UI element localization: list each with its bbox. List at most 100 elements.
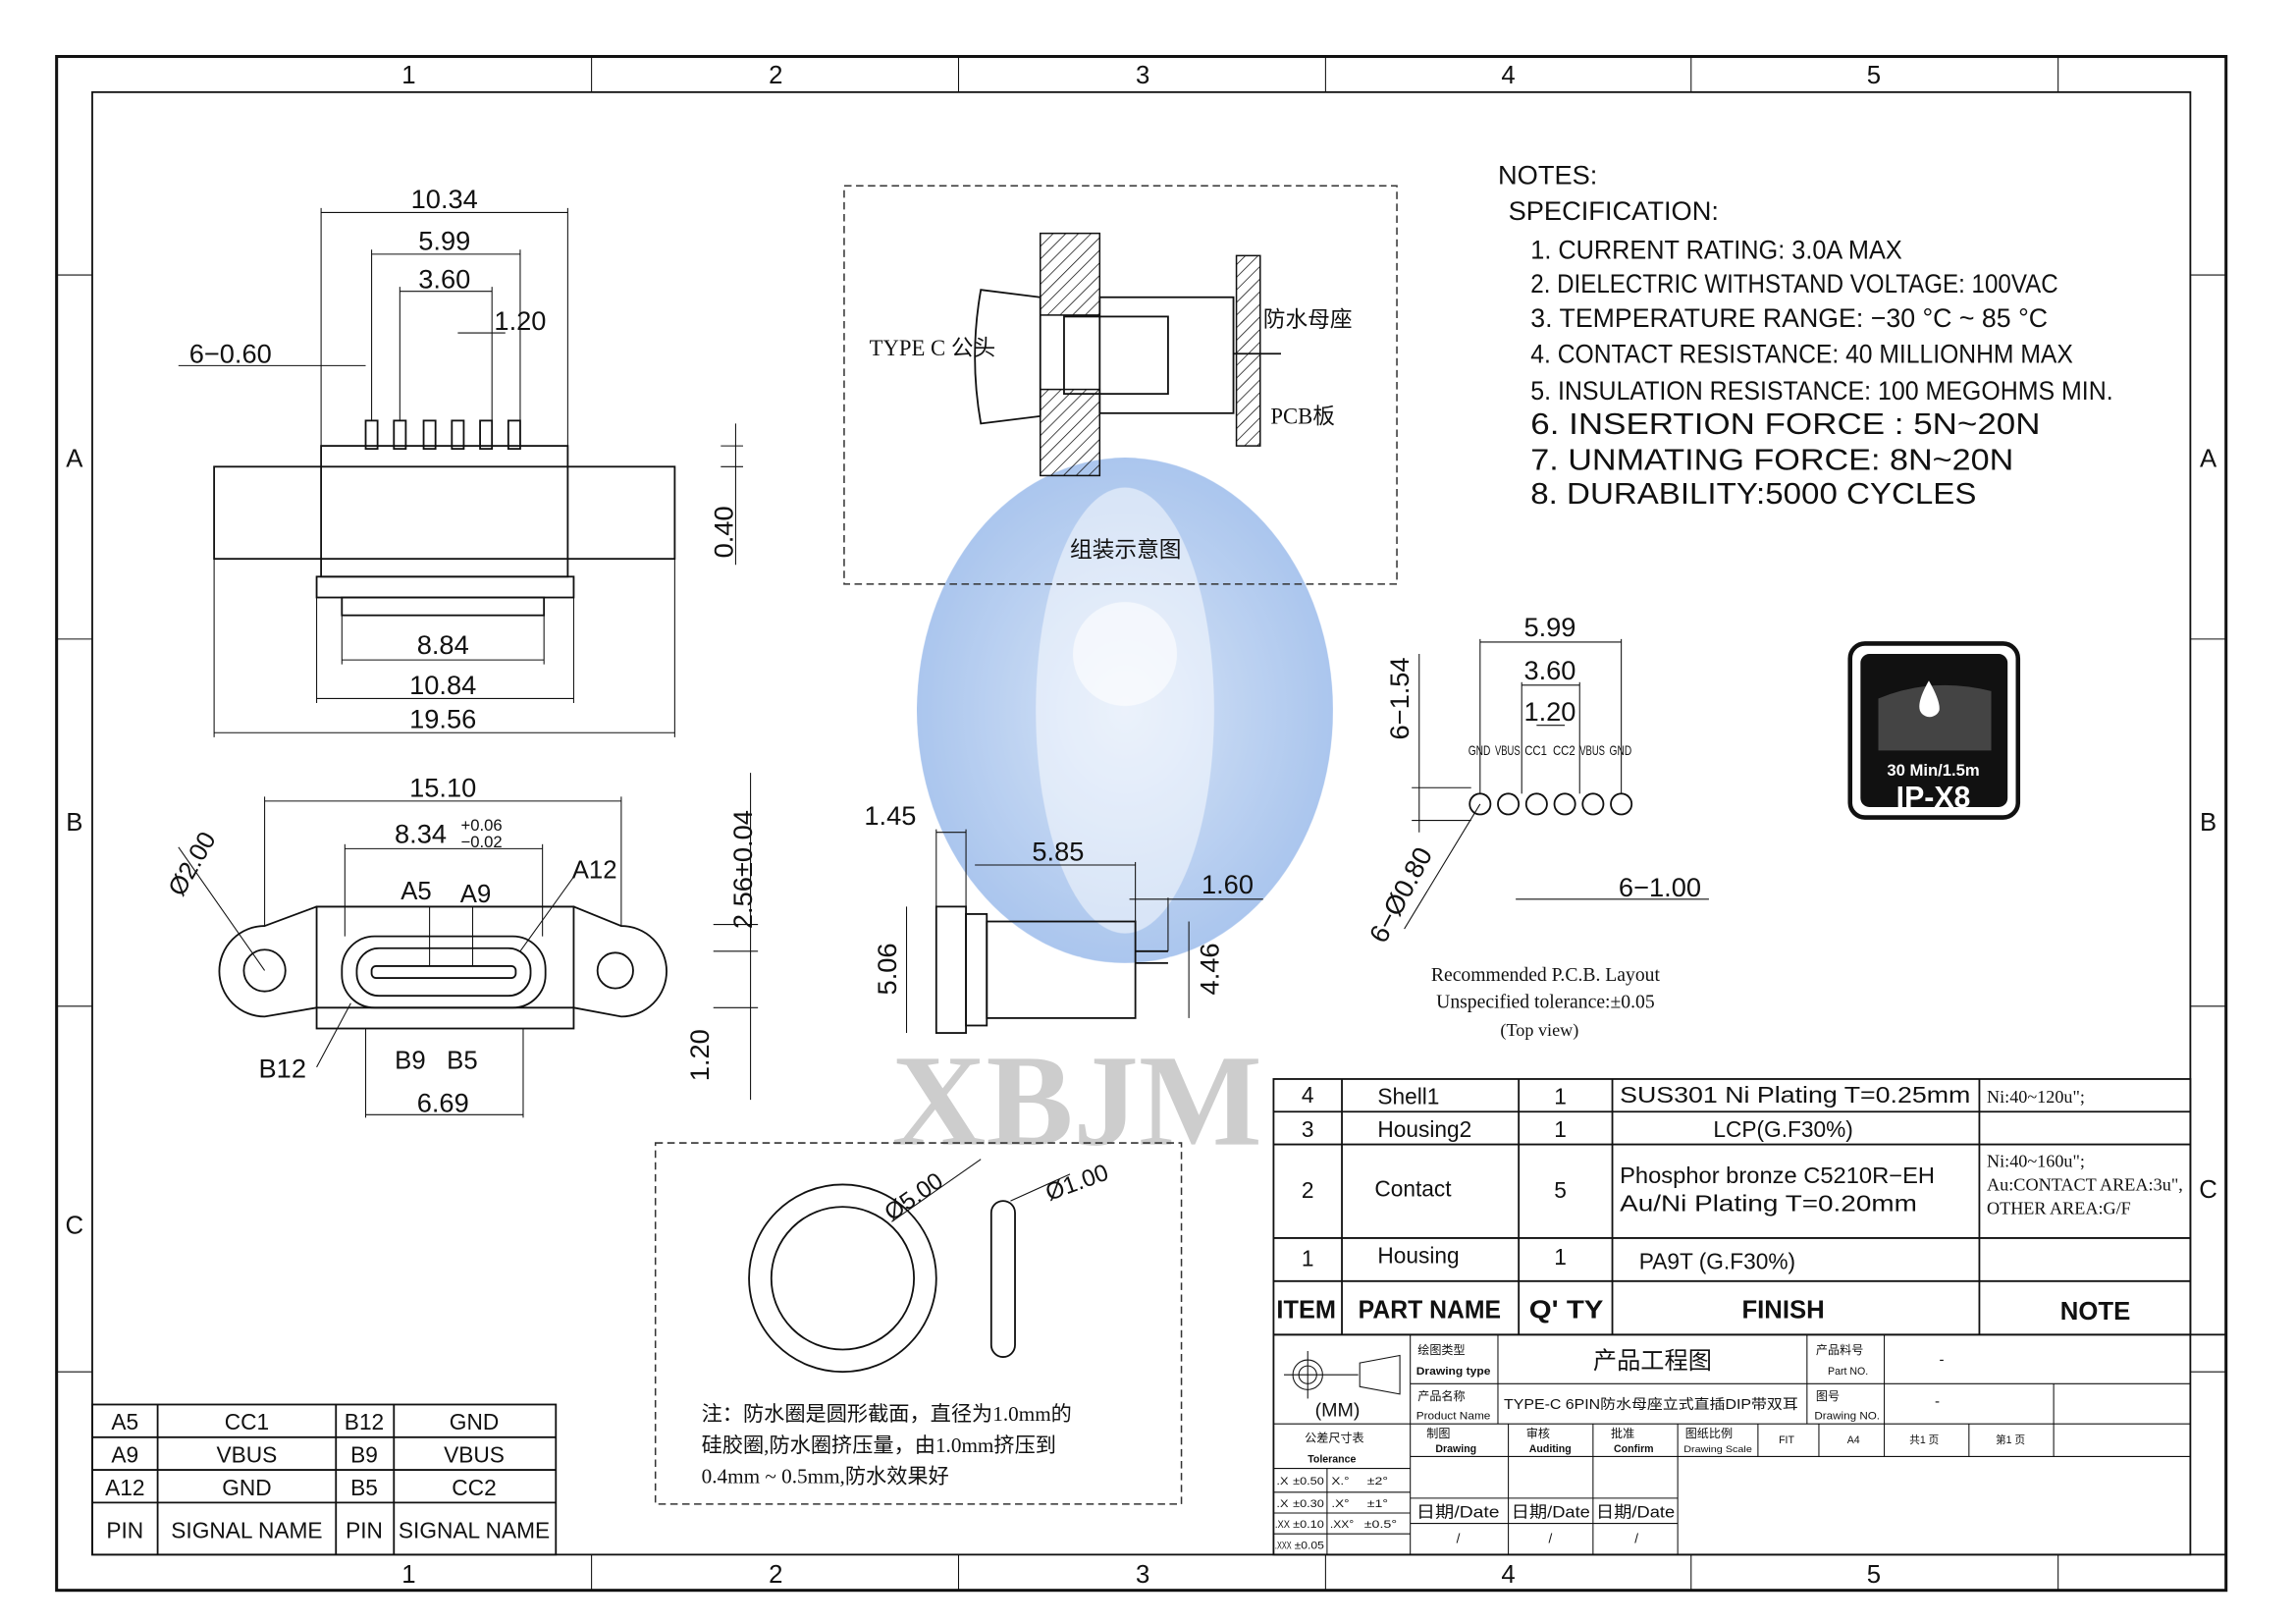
tolerance-cn: 公差尺寸表 [1305, 1431, 1363, 1444]
bom-table: 4 Shell1 1 SUS301 Ni Plating T=0.25mm Ni… [1272, 1078, 2192, 1336]
bom-note: OTHER AREA:G/F [1987, 1199, 2131, 1218]
part-no-cn: 产品料号 [1816, 1343, 1863, 1357]
row-label: C [2199, 1176, 2217, 1204]
dimension-label: 6−1.00 [1619, 872, 1701, 902]
pin-header: PIN [346, 1518, 383, 1543]
drawing-en: Drawing [1435, 1443, 1476, 1455]
auditing-cn: 审核 [1526, 1426, 1550, 1440]
note-item: 1. CURRENT RATING: 3.0A MAX [1530, 234, 1901, 264]
scale-value: FIT [1779, 1434, 1794, 1446]
bom-header-qty: Q' TY [1529, 1297, 1604, 1325]
signal-header: SIGNAL NAME [399, 1518, 550, 1543]
pcb-pin-label: VBUS [1579, 743, 1605, 758]
dimension-label: 1.20 [1523, 696, 1575, 727]
signal-header: SIGNAL NAME [171, 1518, 322, 1543]
part-no-value: - [1940, 1352, 1945, 1369]
row-label: A [2200, 445, 2217, 472]
zone-label: 4 [1501, 1561, 1515, 1589]
dimension-label: 6−Ø0.80 [1362, 842, 1438, 947]
bom-part-name: Contact [1374, 1176, 1452, 1202]
row-label: A [66, 445, 83, 472]
drawing-date-label: 日期/Date [1416, 1503, 1500, 1522]
zone-label: 5 [1867, 1561, 1881, 1589]
tolerance-cell: .X [1276, 1476, 1289, 1488]
notes-subtitle: SPECIFICATION: [1509, 195, 1719, 226]
dimension-label: 1.45 [864, 800, 916, 831]
drawing-frame: 1 2 3 4 5 1 2 3 4 5 A B C A B C [55, 55, 2228, 1593]
paper-size: A4 [1847, 1434, 1860, 1446]
scale-en: Drawing Scale [1683, 1444, 1752, 1454]
seal-ring-detail: Ø5.00 Ø1.00 注：防水圈是圆形截面，直径为1.0mm的 硅胶圈,防水圈… [654, 1142, 1183, 1505]
signal-cell: CC2 [452, 1475, 496, 1500]
watermark-text: XBJM [891, 1028, 1261, 1173]
tolerance-cell: .X° [1331, 1498, 1349, 1510]
bom-note: Ni:40~120u"; [1987, 1087, 2085, 1107]
product-name-value: TYPE-C 6PIN防水母座立式直插DIP带双耳 [1504, 1396, 1798, 1413]
dimension-tolerance: −0.02 [461, 833, 503, 851]
water-drop-icon [1919, 680, 1940, 718]
dimension-label: 2.56±0.04 [727, 810, 758, 929]
pin-label: B5 [447, 1047, 477, 1074]
tolerance-cell: ±0.10 [1293, 1519, 1324, 1531]
badge-caption: 30 Min/1.5m [1887, 761, 1979, 780]
dimension-label: 5.99 [418, 225, 470, 255]
bom-qty: 1 [1554, 1084, 1567, 1109]
bom-note: Au:CONTACT AREA:3u", [1987, 1175, 2183, 1195]
zone-label: 2 [769, 62, 782, 89]
notes-title: NOTES: [1498, 160, 1597, 190]
dimension-tolerance: +0.06 [461, 816, 503, 835]
zone-label: 5 [1867, 62, 1881, 89]
dimension-label: 8.84 [417, 629, 469, 660]
pin-cell: B5 [350, 1475, 378, 1500]
bom-header-item: ITEM [1276, 1297, 1336, 1325]
confirm-en: Confirm [1614, 1443, 1654, 1455]
bom-finish: LCP(G.F30%) [1713, 1116, 1852, 1142]
dimension-label: 6.69 [417, 1087, 469, 1117]
pcb-pin-label: GND [1468, 743, 1491, 758]
drawing-no-en: Drawing NO. [1814, 1411, 1880, 1423]
signal-cell: GND [222, 1475, 271, 1500]
note-item: 6. INSERTION FORCE : 5N~20N [1530, 408, 2040, 441]
signal-cell: VBUS [217, 1442, 278, 1468]
signal-cell: GND [450, 1409, 499, 1434]
note-item: 2. DIELECTRIC WITHSTAND VOLTAGE: 100VAC [1530, 268, 2057, 298]
bom-header-finish: FINISH [1741, 1297, 1824, 1325]
pcb-label: PCB板 [1270, 404, 1335, 428]
bom-part-name: Housing [1377, 1243, 1459, 1269]
zone-label: 1 [401, 62, 415, 89]
tolerance-cell: .XX [1275, 1519, 1290, 1531]
dimension-label: 10.34 [411, 184, 478, 214]
unit-label: (MM) [1315, 1400, 1361, 1422]
bom-note: Ni:40~160u"; [1987, 1151, 2085, 1170]
pcb-view-label: (Top view) [1500, 1020, 1578, 1041]
bom-qty: 1 [1554, 1244, 1567, 1270]
dimension-label: 19.56 [409, 704, 476, 734]
bom-item: 1 [1302, 1246, 1314, 1271]
title-block: (MM) 绘图类型 Drawing type 产品工程图 产品料号 Part N… [1272, 1333, 2227, 1556]
tolerance-cell: .XXX [1275, 1540, 1292, 1551]
drawing-no-cn: 图号 [1816, 1389, 1840, 1403]
zone-label: 3 [1136, 62, 1149, 89]
scale-cn: 图纸比例 [1685, 1427, 1733, 1440]
dimension-label: 1.20 [684, 1029, 715, 1081]
pin-cell: A9 [111, 1442, 138, 1468]
pcb-tolerance: Unspecified tolerance:±0.05 [1436, 991, 1655, 1012]
signal-cell: VBUS [444, 1442, 505, 1468]
pin-header: PIN [106, 1518, 143, 1543]
pcb-pin-label: CC2 [1553, 743, 1575, 758]
ipx8-badge: 30 Min/1.5m IP-X8 [1847, 641, 2021, 820]
note-item: 5. INSULATION RESISTANCE: 100 MEGOHMS MI… [1530, 375, 2112, 406]
dimension-label: 1.60 [1201, 869, 1254, 899]
tolerance-cell: ±0.05 [1295, 1540, 1324, 1551]
bom-qty: 5 [1554, 1177, 1567, 1203]
product-name-en: Product Name [1416, 1411, 1491, 1423]
product-name-cn: 产品名称 [1417, 1388, 1465, 1403]
bom-finish: Phosphor bronze C5210R−EH [1620, 1163, 1935, 1188]
bom-part-name: Shell1 [1377, 1084, 1439, 1109]
dimension-label: 3.60 [418, 264, 470, 295]
note-item: 4. CONTACT RESISTANCE: 40 MILLIONHM MAX [1530, 338, 2073, 368]
row-label: B [2200, 809, 2216, 837]
assembly-diagram: TYPE C 公头 防水母座 PCB板 组装示意图 [843, 185, 1398, 585]
dimension-label: 0.40 [708, 506, 738, 558]
